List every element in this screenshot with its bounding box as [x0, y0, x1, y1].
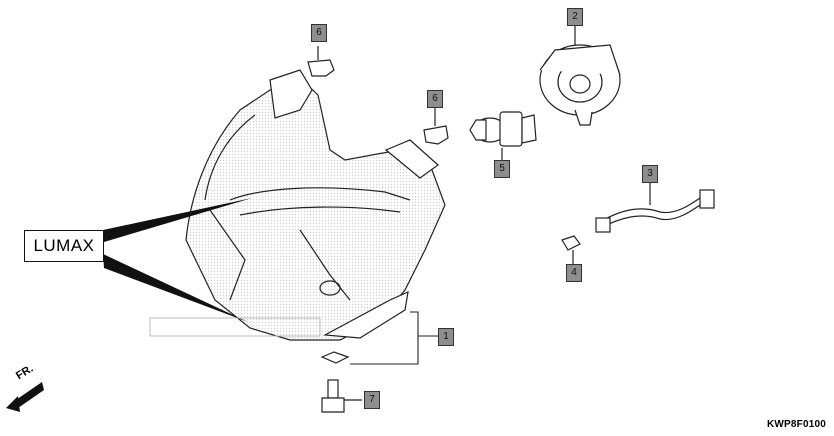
bolt-part-7: [321, 379, 362, 413]
bulb-part-5: [469, 111, 537, 160]
small-bulb-part-4: [561, 235, 581, 264]
watermark-lines: [149, 317, 321, 337]
diagram-code: KWP8F0100: [766, 419, 826, 430]
clip-part-6-upper: [307, 46, 335, 77]
callout-6-lower: 6: [427, 90, 443, 108]
callout-5: 5: [494, 160, 510, 178]
grommet: [320, 351, 350, 364]
bulb-cover-part-2: [539, 24, 621, 126]
callout-3: 3: [642, 165, 658, 183]
brand-label-box: LUMAX: [24, 230, 104, 262]
callout-7: 7: [364, 391, 380, 409]
callout-2: 2: [567, 8, 583, 26]
headlight-unit: [185, 69, 446, 341]
callout-1: 1: [438, 328, 454, 346]
harness-part-3: [595, 183, 715, 233]
lumax-pointers: [103, 198, 252, 322]
leader-part-1: [350, 311, 438, 365]
front-arrow: [6, 382, 44, 412]
callout-6-upper: 6: [311, 24, 327, 42]
callout-4: 4: [566, 264, 582, 282]
clip-part-6-lower: [423, 108, 449, 145]
